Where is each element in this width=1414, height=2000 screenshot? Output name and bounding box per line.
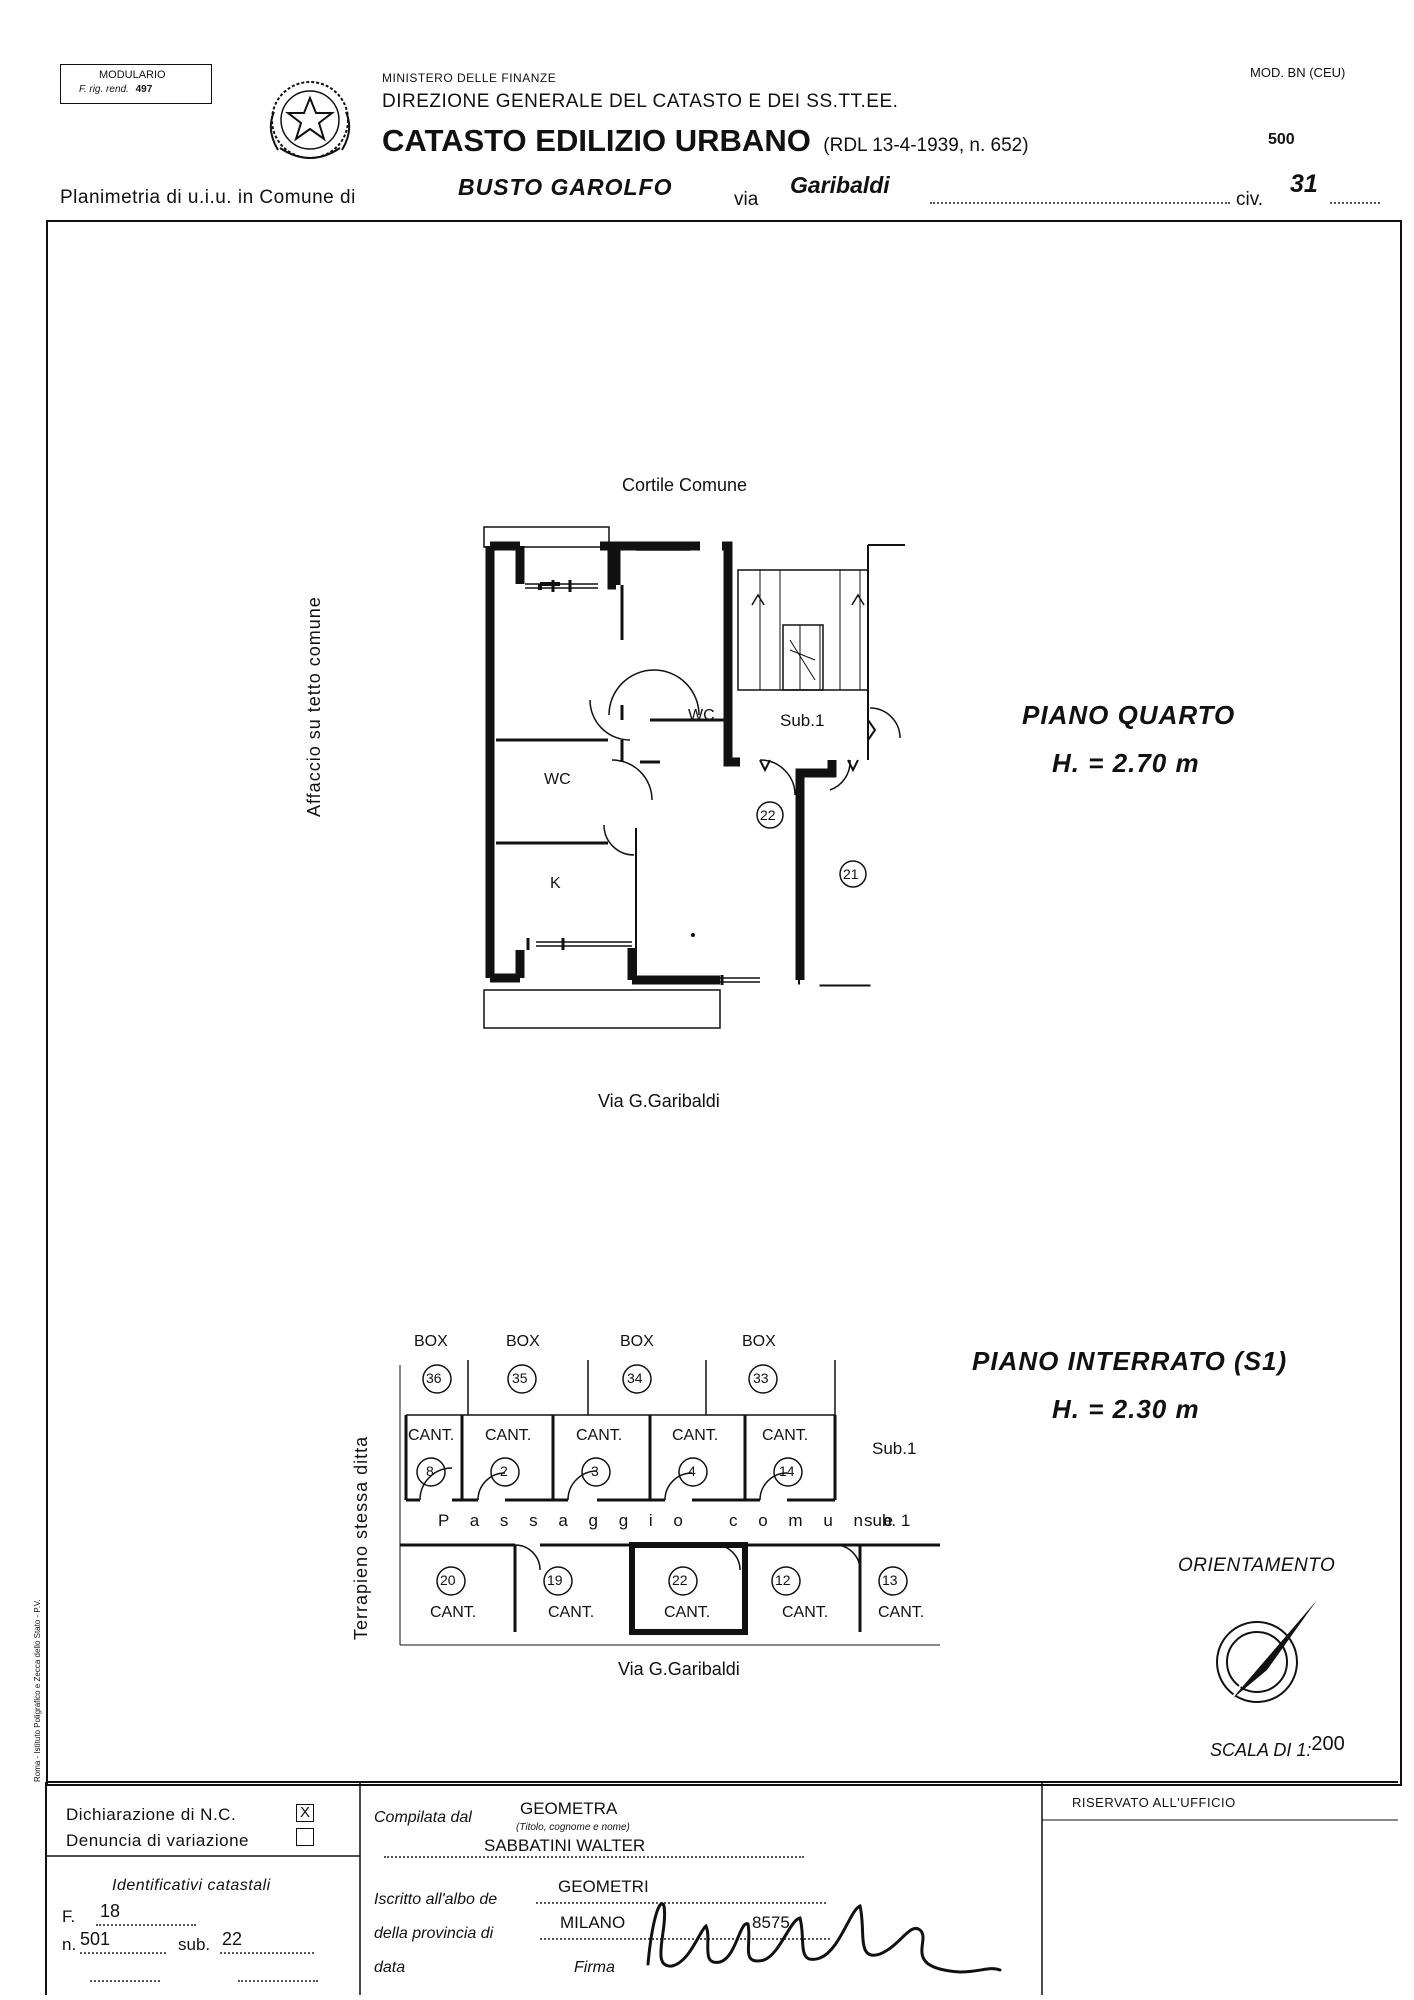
modulario-sub: F. rig. rend. 497 <box>79 84 153 95</box>
floor-title-upper: PIANO QUARTO <box>1022 700 1236 730</box>
cellar-num-4: 4 <box>688 1463 696 1479</box>
dichiarazione-checkbox[interactable]: X <box>296 1804 314 1822</box>
south-label: Via G.Garibaldi <box>598 1091 720 1111</box>
floor-height-lower: H. = 2.30 m <box>1052 1394 1200 1424</box>
drawing-frame <box>46 220 1402 1786</box>
mod-code: 500 <box>1268 131 1295 148</box>
n-dots <box>80 1952 166 1954</box>
cellar-num-13: 13 <box>882 1572 898 1588</box>
box-label-36: BOX <box>414 1333 448 1350</box>
denuncia-label: Denuncia di variazione <box>66 1831 249 1850</box>
iscritto-label: Iscritto all'albo de <box>374 1891 498 1908</box>
data-label: data <box>374 1959 406 1976</box>
compilata-label: Compilata dal <box>374 1809 472 1826</box>
west-label: Affaccio su tetto comune <box>304 596 324 817</box>
cellar-num-3: 3 <box>591 1463 599 1479</box>
orientation-label: ORIENTAMENTO <box>1178 1555 1336 1576</box>
box-num-36: 36 <box>426 1370 442 1386</box>
identificativi-label: Identificativi catastali <box>112 1877 271 1894</box>
north-label: Cortile Comune <box>622 475 748 495</box>
civ-label: civ. <box>1236 189 1264 210</box>
riservato-label: RISERVATO ALL'UFFICIO <box>1072 1795 1236 1810</box>
modulario-box: MODULARIO F. rig. rend. 497 <box>60 64 212 104</box>
cant-label-2: CANT. <box>485 1427 532 1444</box>
via-dots <box>930 202 1230 204</box>
sub-right: Sub.1 <box>872 1439 917 1458</box>
cellar-num-22: 22 <box>672 1572 688 1588</box>
n-value: 501 <box>80 1929 111 1949</box>
cant-label-3: CANT. <box>576 1427 623 1444</box>
ministry-text: MINISTERO DELLE FINANZE <box>382 71 557 85</box>
side-note: Roma - Istituto Poligrafico e Zecca dell… <box>33 1599 42 1782</box>
provincia-dots <box>540 1938 830 1940</box>
floor-height-upper: H. = 2.70 m <box>1052 748 1200 778</box>
cellar-num-8: 8 <box>426 1463 434 1479</box>
room-sub: Sub.1 <box>780 711 825 730</box>
firma-label: Firma <box>574 1959 615 1976</box>
comune-value: BUSTO GAROLFO <box>458 174 673 200</box>
cellar-num-14: 14 <box>779 1463 795 1479</box>
box-label-34: BOX <box>620 1333 654 1350</box>
provincia-value: MILANO <box>560 1913 626 1932</box>
compiler-name: SABBATINI WALTER <box>484 1836 646 1855</box>
cant-label-4: CANT. <box>672 1427 719 1444</box>
name-dots <box>384 1856 804 1858</box>
cant-label-8: CANT. <box>408 1427 455 1444</box>
lower-south-label: Via G.Garibaldi <box>618 1659 740 1679</box>
passage-label: P a s s a g g i o c o m u n e <box>438 1511 902 1530</box>
box-num-33: 33 <box>753 1370 769 1386</box>
modulario-label: MODULARIO <box>99 69 166 81</box>
cant-label-14: CANT. <box>762 1427 809 1444</box>
cant-label-22: CANT. <box>664 1604 711 1621</box>
via-value: Garibaldi <box>790 172 890 198</box>
room-wc-2: WC <box>544 771 571 788</box>
cant-label-13: CANT. <box>878 1604 925 1621</box>
room-kitchen: K <box>550 875 561 892</box>
compilata-value: GEOMETRA <box>520 1799 618 1818</box>
box-label-35: BOX <box>506 1333 540 1350</box>
planimetria-prefix: Planimetria di u.i.u. in Comune di <box>60 187 356 208</box>
dichiarazione-label: Dichiarazione di N.C. <box>66 1805 237 1824</box>
catasto-title: CATASTO EDILIZIO URBANO (RDL 13-4-1939, … <box>382 123 1029 158</box>
extra-dots-1 <box>90 1980 160 1982</box>
albo-value: GEOMETRI <box>558 1877 649 1896</box>
civ-value: 31 <box>1290 170 1318 198</box>
n-label: n. <box>62 1935 77 1954</box>
cant-label-19: CANT. <box>548 1604 595 1621</box>
room-wc-1: WC <box>688 707 715 724</box>
f-dots <box>96 1924 196 1926</box>
passage-sub: sub. 1 <box>864 1511 911 1530</box>
provincia-label: della provincia di <box>374 1925 494 1942</box>
titolo-hint: (Titolo, cognome e nome) <box>516 1822 630 1833</box>
extra-dots-2 <box>238 1980 318 1982</box>
via-label: via <box>734 189 759 210</box>
denuncia-checkbox[interactable] <box>296 1828 314 1846</box>
cellar-num-12: 12 <box>775 1572 791 1588</box>
lower-west-label: Terrapieno stessa ditta <box>351 1435 371 1640</box>
sub-dots <box>220 1952 314 1954</box>
albo-dots <box>536 1902 826 1904</box>
albo-number: 8575 <box>752 1913 790 1932</box>
box-label-33: BOX <box>742 1333 776 1350</box>
cellar-num-19: 19 <box>547 1572 563 1588</box>
civ-dots <box>1330 202 1380 204</box>
box-num-34: 34 <box>627 1370 643 1386</box>
f-label: F. <box>62 1907 76 1926</box>
cant-label-20: CANT. <box>430 1604 477 1621</box>
sub-value: 22 <box>222 1929 243 1949</box>
box-num-35: 35 <box>512 1370 528 1386</box>
mod-label: MOD. BN (CEU) <box>1250 65 1346 80</box>
cellar-num-20: 20 <box>440 1572 456 1588</box>
marker-21: 21 <box>843 866 859 882</box>
cellar-num-2: 2 <box>500 1463 508 1479</box>
f-value: 18 <box>100 1901 121 1921</box>
floor-title-lower: PIANO INTERRATO (S1) <box>972 1346 1288 1376</box>
sub-label: sub. <box>178 1935 211 1954</box>
cant-label-12: CANT. <box>782 1604 829 1621</box>
scale-label: SCALA DI 1:200 <box>1210 1733 1345 1760</box>
direzione-text: DIREZIONE GENERALE DEL CATASTO E DEI SS.… <box>382 91 899 112</box>
marker-22: 22 <box>760 807 776 823</box>
